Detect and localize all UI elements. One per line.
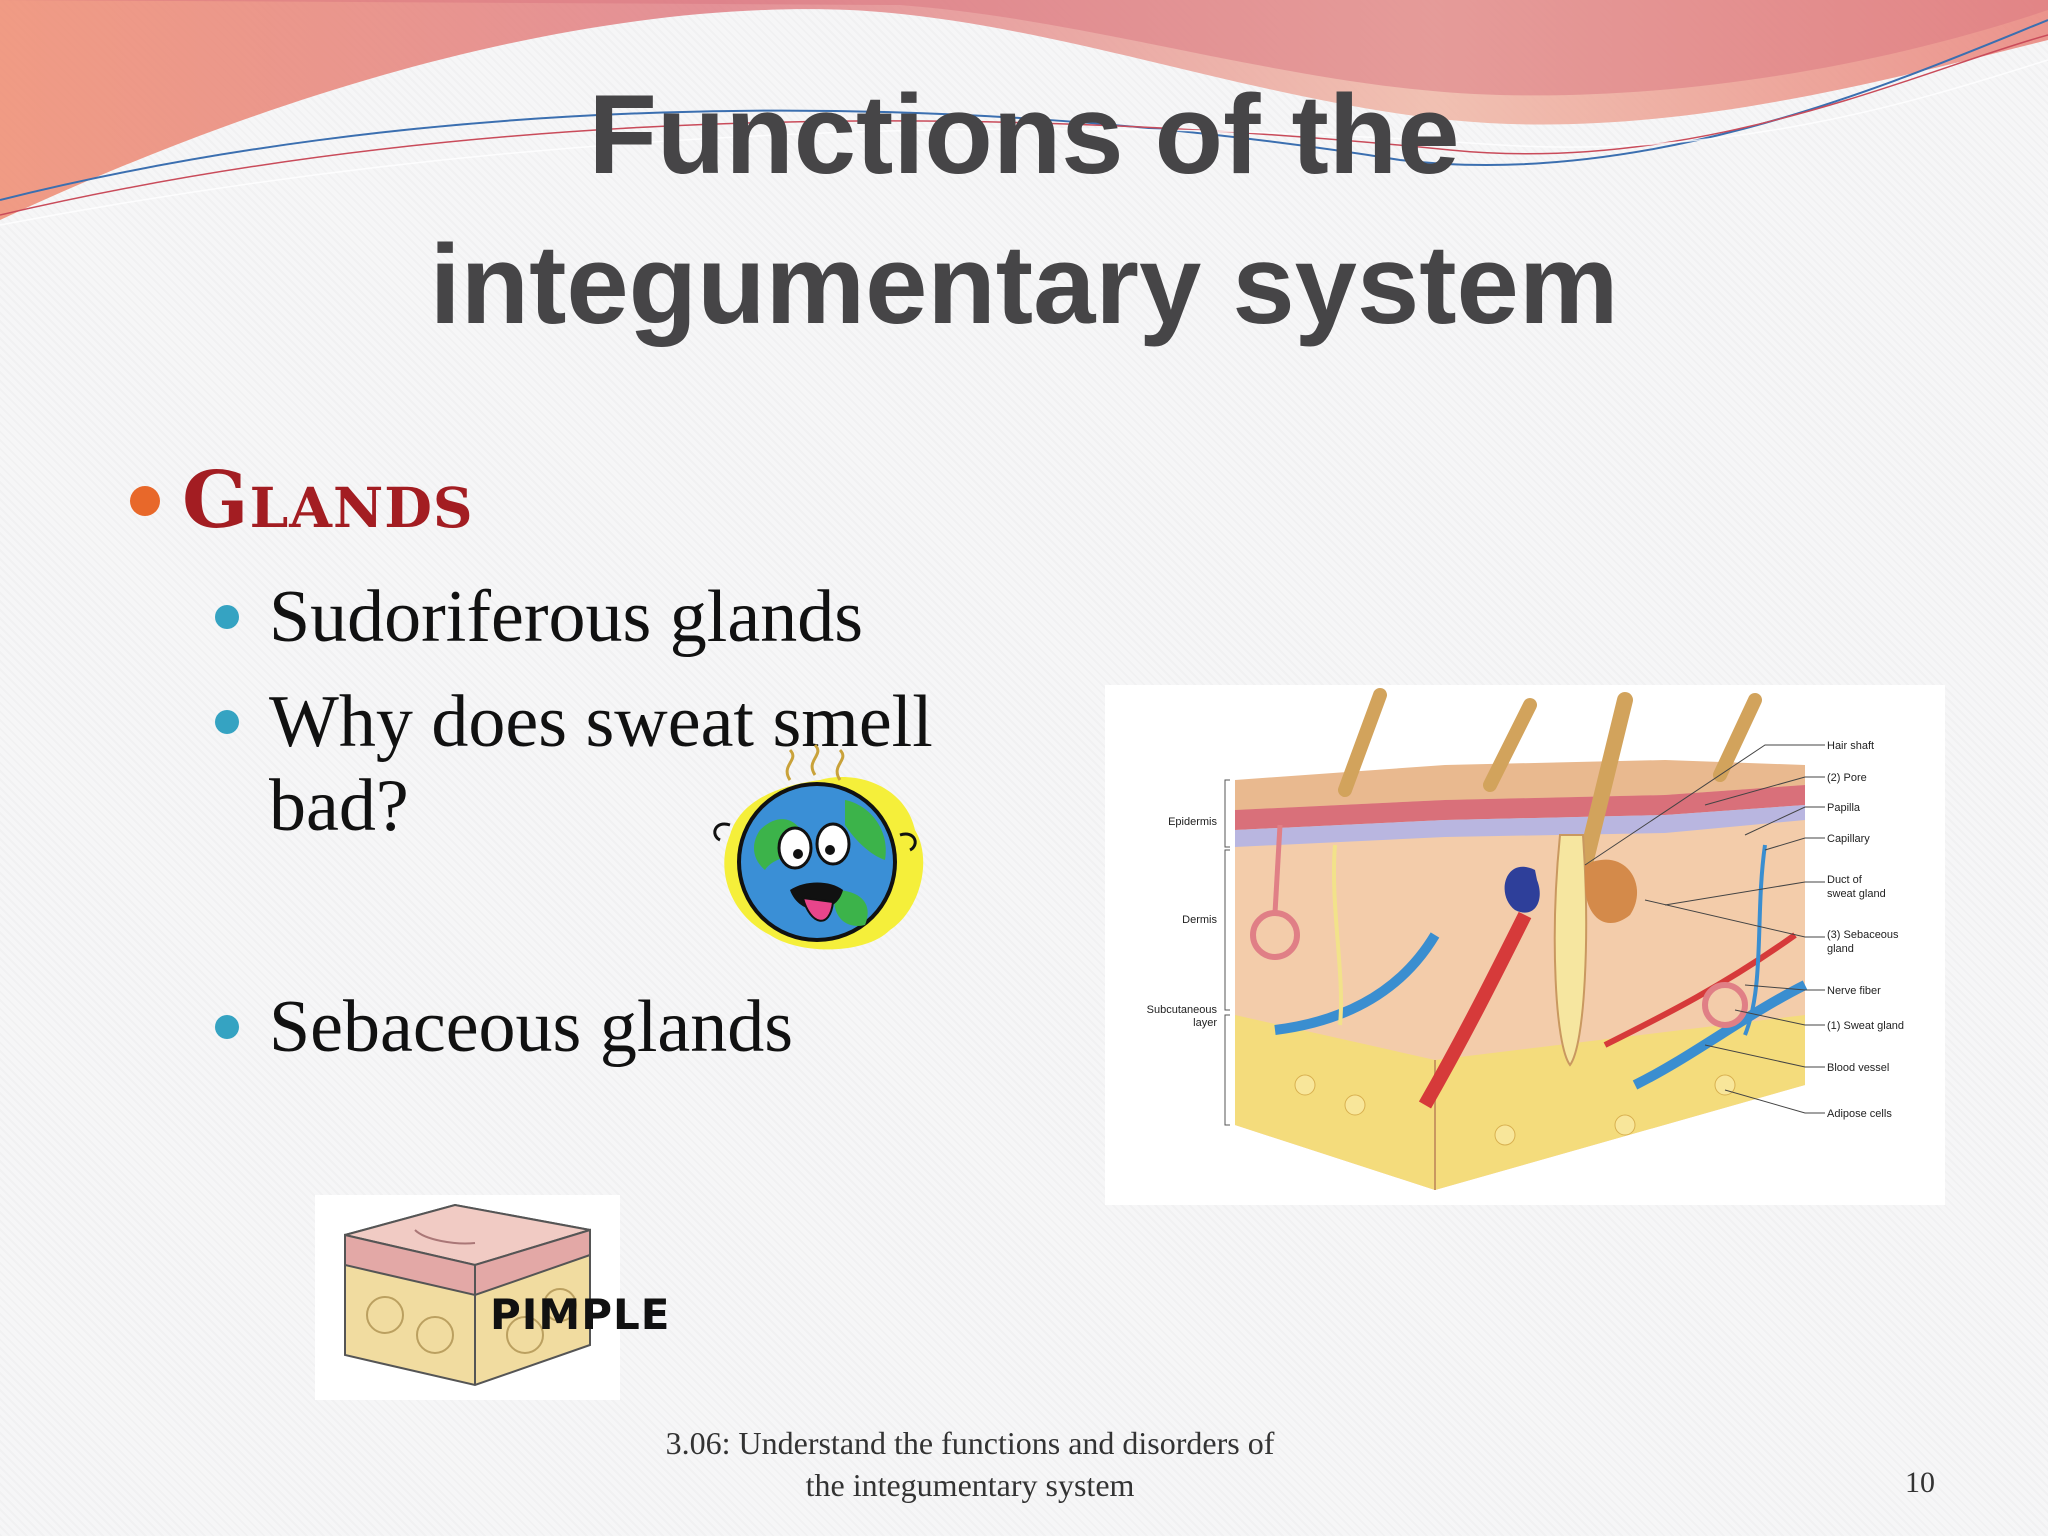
pimple-illustration: [315, 1195, 620, 1400]
skin-cross-section-diagram: Epidermis Dermis Subcutaneous layer Hair…: [1105, 685, 1945, 1205]
bullet-dot-icon: [130, 485, 160, 516]
pimple-label: PIMPLE: [490, 1290, 671, 1339]
bullet-sebaceous: Sebaceous glands: [215, 985, 969, 1069]
label-nerve-fiber: Nerve fiber: [1827, 985, 1881, 997]
footer-line-1: 3.06: Understand the functions and disor…: [665, 1425, 1275, 1461]
label-hair-shaft: Hair shaft: [1827, 740, 1874, 752]
page-number: 10: [1905, 1466, 1935, 1499]
label-sweat-gland-duct: sweat gland: [1827, 888, 1886, 900]
bullet-text: Why does sweat smell bad?: [269, 681, 933, 847]
label-subcutaneous: Subcutaneous: [1147, 1004, 1218, 1016]
bullet-sweat-smell: Why does sweat smell bad?: [215, 680, 959, 848]
smelly-earth-clipart: [713, 743, 924, 950]
label-gland: gland: [1827, 943, 1854, 955]
title-line-2: integumentary system: [429, 222, 1619, 347]
bullet-sudoriferous: Sudoriferous glands: [215, 575, 969, 659]
label-epidermis: Epidermis: [1168, 816, 1217, 828]
slide-title: Functions of the integumentary system: [0, 60, 2048, 360]
label-sebaceous: (3) Sebaceous: [1827, 929, 1899, 941]
label-blood-vessel: Blood vessel: [1827, 1062, 1889, 1074]
header-wave-decoration: [0, 0, 2048, 226]
slide-footer: 3.06: Understand the functions and disor…: [560, 1422, 1380, 1506]
bullet-text: Sudoriferous glands: [269, 576, 863, 658]
glands-heading: Glands: [182, 455, 474, 546]
label-duct-of: Duct of: [1827, 874, 1863, 886]
bullet-dot-icon: [215, 605, 239, 629]
label-adipose-cells: Adipose cells: [1827, 1108, 1892, 1120]
title-line-1: Functions of the: [588, 72, 1460, 197]
bullet-glands: Glands: [130, 455, 474, 546]
label-capillary: Capillary: [1827, 833, 1870, 845]
skin-block-icon: [344, 1203, 591, 1387]
label-papilla: Papilla: [1827, 802, 1861, 814]
label-pore: (2) Pore: [1827, 772, 1867, 784]
bullet-text: Sebaceous glands: [269, 986, 794, 1068]
label-sweat-gland: (1) Sweat gland: [1827, 1020, 1904, 1032]
footer-line-2: the integumentary system: [805, 1467, 1135, 1503]
bullet-dot-icon: [215, 710, 239, 734]
bullet-dot-icon: [215, 1015, 239, 1039]
label-layer: layer: [1193, 1017, 1217, 1029]
label-dermis: Dermis: [1182, 914, 1217, 926]
